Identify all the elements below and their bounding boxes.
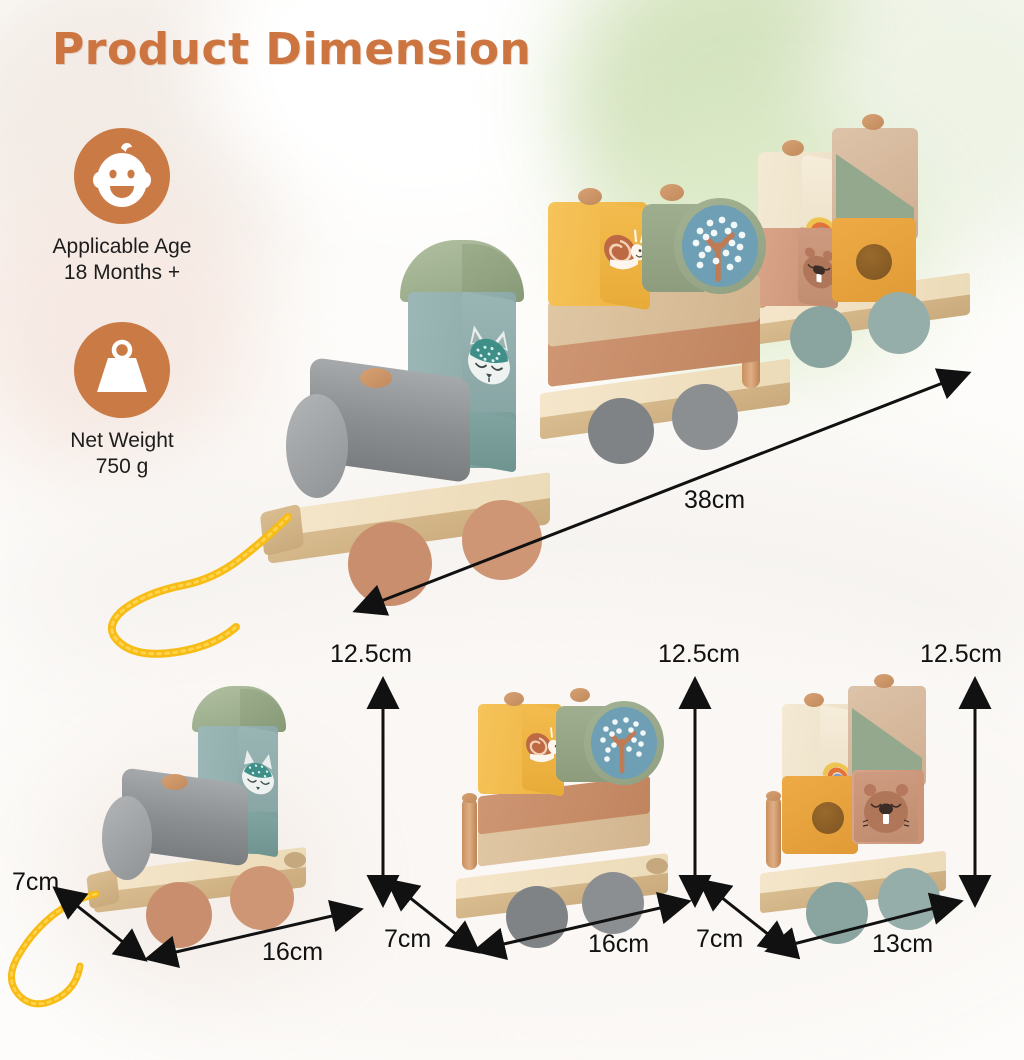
dimension-arrow-middle-depth <box>385 878 481 954</box>
dimension-label-rear-depth: 7cm <box>696 925 744 953</box>
baby-face-icon <box>74 128 170 224</box>
cream-rainbow-cube <box>782 693 856 790</box>
dimension-label-loco-length: 16cm <box>262 938 324 966</box>
dimension-label-loco-depth: 7cm <box>12 868 60 896</box>
detail-view-locomotive <box>60 670 390 970</box>
yellow-snail-cube <box>548 188 650 311</box>
wheel <box>790 306 852 368</box>
yellow-snail-cube <box>478 692 564 797</box>
blue-tree-cylinder <box>556 688 664 794</box>
dimension-arrow-rear-length <box>764 892 964 960</box>
badge-net-weight: Net Weight 750 g <box>22 322 222 479</box>
dimension-label-middle-length: 16cm <box>588 930 650 958</box>
dimension-arrow-loco-height <box>366 676 400 908</box>
dimension-label-rear-length: 13cm <box>872 930 934 958</box>
sage-curved-roof <box>192 686 286 732</box>
beaver-face-cube <box>852 770 924 844</box>
main-rear-car <box>740 110 1010 400</box>
orange-hole-cube <box>782 776 858 854</box>
badge-age-line2: 18 Months + <box>63 260 181 284</box>
dimension-arrow-middle-height <box>678 676 712 908</box>
badge-weight-line2: 750 g <box>95 454 149 478</box>
dimension-label-loco-height: 12.5cm <box>330 640 412 668</box>
beaver-face-cube <box>758 226 838 310</box>
dimension-arrow-middle-length <box>472 891 692 961</box>
dimension-arrow-loco-depth <box>52 886 148 962</box>
blue-tree-cylinder <box>642 184 766 304</box>
dimension-label-rear-height: 12.5cm <box>920 640 1002 668</box>
orange-hole-cube <box>832 218 916 302</box>
badge-applicable-age: Applicable Age 18 Months + <box>22 128 222 285</box>
dimension-label-main-length: 38cm <box>684 486 746 514</box>
weight-icon <box>74 322 170 418</box>
wheel <box>868 292 930 354</box>
grey-boiler-cylinder <box>102 767 252 880</box>
dimension-label-middle-height: 12.5cm <box>658 640 740 668</box>
sage-triangle-block <box>848 674 926 786</box>
badge-weight-line1: Net Weight <box>70 429 174 452</box>
main-train-assembly <box>250 110 1010 606</box>
dimension-arrow-loco-length <box>144 899 364 969</box>
dimension-arrow-rear-height <box>958 676 992 908</box>
badge-age-line1: Applicable Age <box>52 235 192 258</box>
page-title: Product Dimension <box>52 24 532 75</box>
pull-cord-main <box>108 513 292 658</box>
dimension-label-middle-depth: 7cm <box>384 925 432 953</box>
dimension-arrow-main-length <box>352 368 972 616</box>
